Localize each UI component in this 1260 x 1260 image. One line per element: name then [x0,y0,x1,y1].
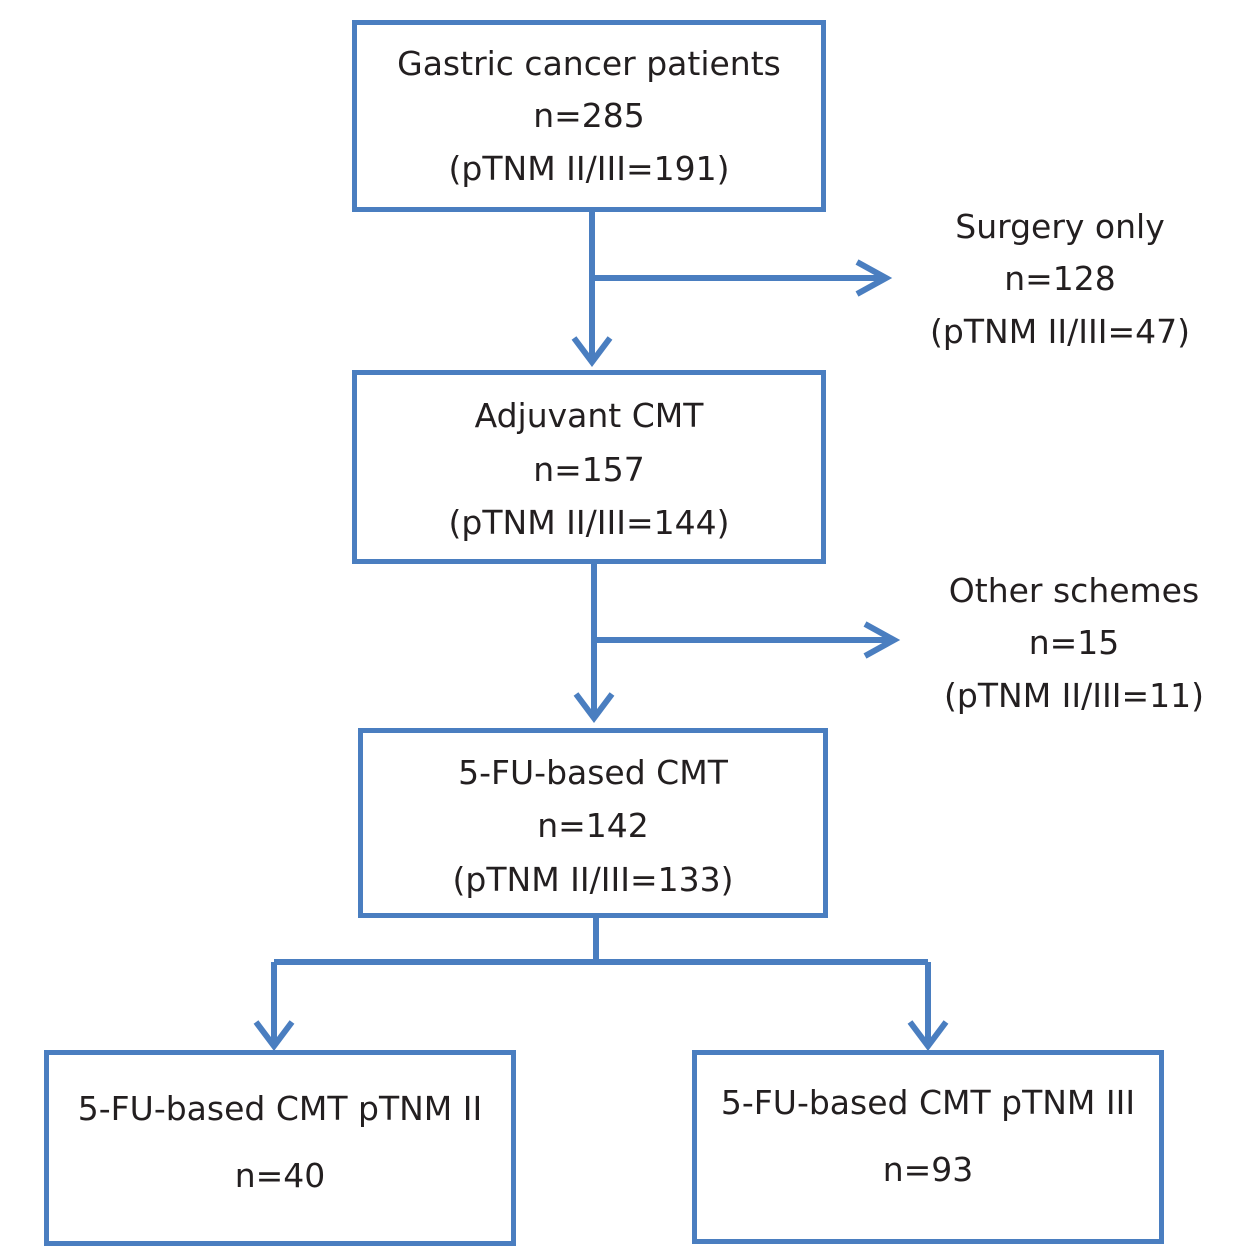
side-stage-count: (pTNM II/III=11) [944,676,1204,715]
box-stage-count: (pTNM II/III=191) [448,149,730,188]
side-title: Other schemes [948,571,1200,610]
arrowhead-other-schemes [863,621,901,659]
side-count: n=15 [1028,623,1120,662]
arrowhead-surgery-only [855,259,893,297]
box-count: n=142 [537,806,649,845]
box-adjuvant-cmt: Adjuvant CMT n=157 (pTNM II/III=144) [352,370,826,564]
box-5fu-based-cmt: 5-FU-based CMT n=142 (pTNM II/III=133) [358,728,828,918]
box-stage-count: (pTNM II/III=144) [448,503,730,542]
arrowhead-stage-ii [253,1020,295,1051]
side-count: n=128 [1004,259,1116,298]
box-5fu-pTNM-iii: 5-FU-based CMT pTNM III n=93 [692,1050,1164,1244]
box-count: n=93 [882,1150,974,1189]
label-other-schemes: Other schemes n=15 (pTNM II/III=11) [924,571,1224,731]
side-title: Surgery only [955,207,1165,246]
box-gastric-cancer-patients: Gastric cancer patients n=285 (pTNM II/I… [352,20,826,212]
arrowhead-adjuvant [571,336,613,367]
arrowhead-stage-iii [907,1020,949,1051]
box-count: n=285 [533,96,645,135]
box-title: 5-FU-based CMT [458,753,728,792]
label-surgery-only: Surgery only n=128 (pTNM II/III=47) [910,205,1210,365]
box-count: n=157 [533,450,645,489]
box-title: 5-FU-based CMT pTNM II [77,1089,483,1128]
box-count: n=40 [234,1156,326,1195]
arrowhead-fu-based [573,692,615,723]
box-title: 5-FU-based CMT pTNM III [720,1083,1136,1122]
box-stage-count: (pTNM II/III=133) [452,860,734,899]
box-title: Gastric cancer patients [397,44,781,83]
box-5fu-pTNM-ii: 5-FU-based CMT pTNM II n=40 [44,1050,516,1246]
side-stage-count: (pTNM II/III=47) [930,312,1190,351]
box-title: Adjuvant CMT [474,396,704,435]
